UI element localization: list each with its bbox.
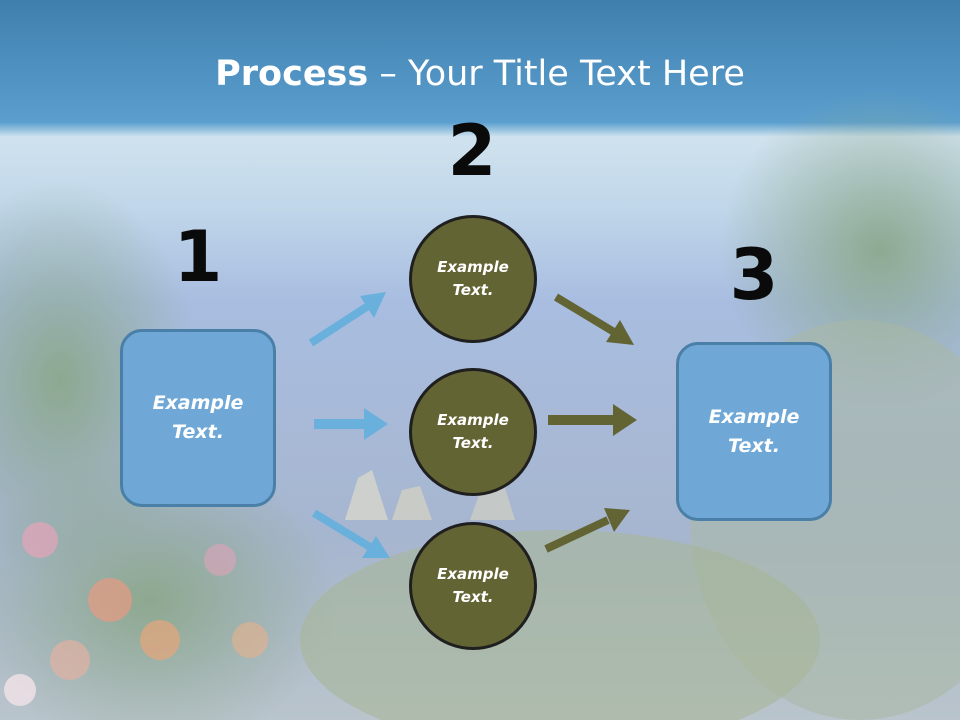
blue-arrow-down (311, 509, 390, 558)
circle-bottom-text: Example Text. (437, 565, 509, 606)
circle-middle: Example Text. (409, 368, 537, 496)
blue-arrow-up (308, 292, 386, 347)
title-bold: Process (215, 54, 369, 94)
circle-top: Example Text. (409, 215, 537, 343)
circle-middle-text: Example Text. (437, 411, 509, 452)
right-box-text: Example Text. (708, 405, 800, 457)
step-number-1: 1 (173, 216, 223, 298)
blue-arrow-right (314, 408, 388, 440)
olive-arrow-down (553, 293, 634, 345)
circle-top-text: Example Text. (437, 258, 509, 299)
step-number-3: 3 (729, 234, 779, 316)
right-box: Example Text. (676, 342, 832, 521)
left-box: Example Text. (120, 329, 276, 507)
olive-arrow-right (548, 404, 637, 436)
title-rest: – Your Title Text Here (368, 54, 745, 94)
left-box-text: Example Text. (152, 392, 244, 443)
step-number-2: 2 (447, 110, 497, 192)
circle-bottom: Example Text. (409, 522, 537, 650)
olive-arrow-up (544, 508, 630, 553)
slide-title: Process – Your Title Text Here (0, 52, 960, 96)
